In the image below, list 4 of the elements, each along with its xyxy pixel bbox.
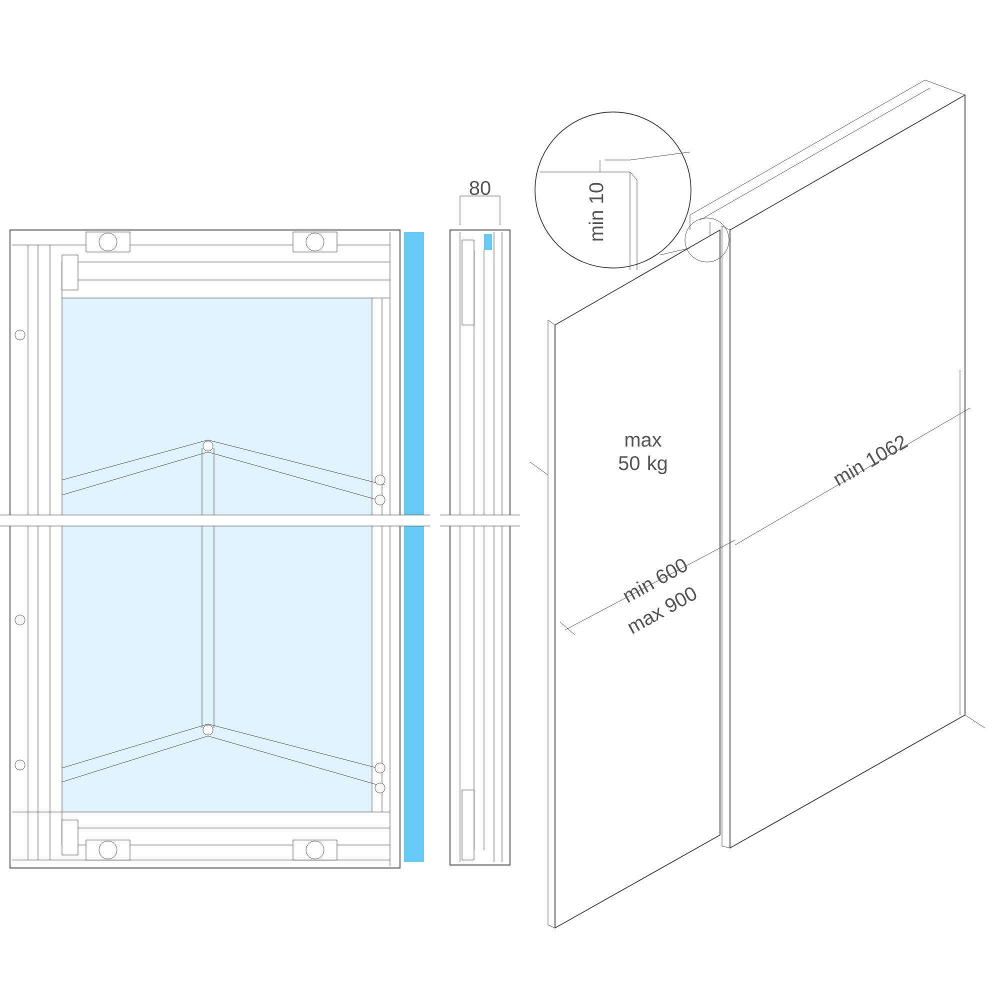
weight-label: max 50 kg — [618, 436, 667, 474]
dimension-label: min 1062 — [834, 436, 908, 486]
dimension-label: 80 — [470, 180, 490, 196]
dimension-label: min 10 — [588, 182, 604, 241]
